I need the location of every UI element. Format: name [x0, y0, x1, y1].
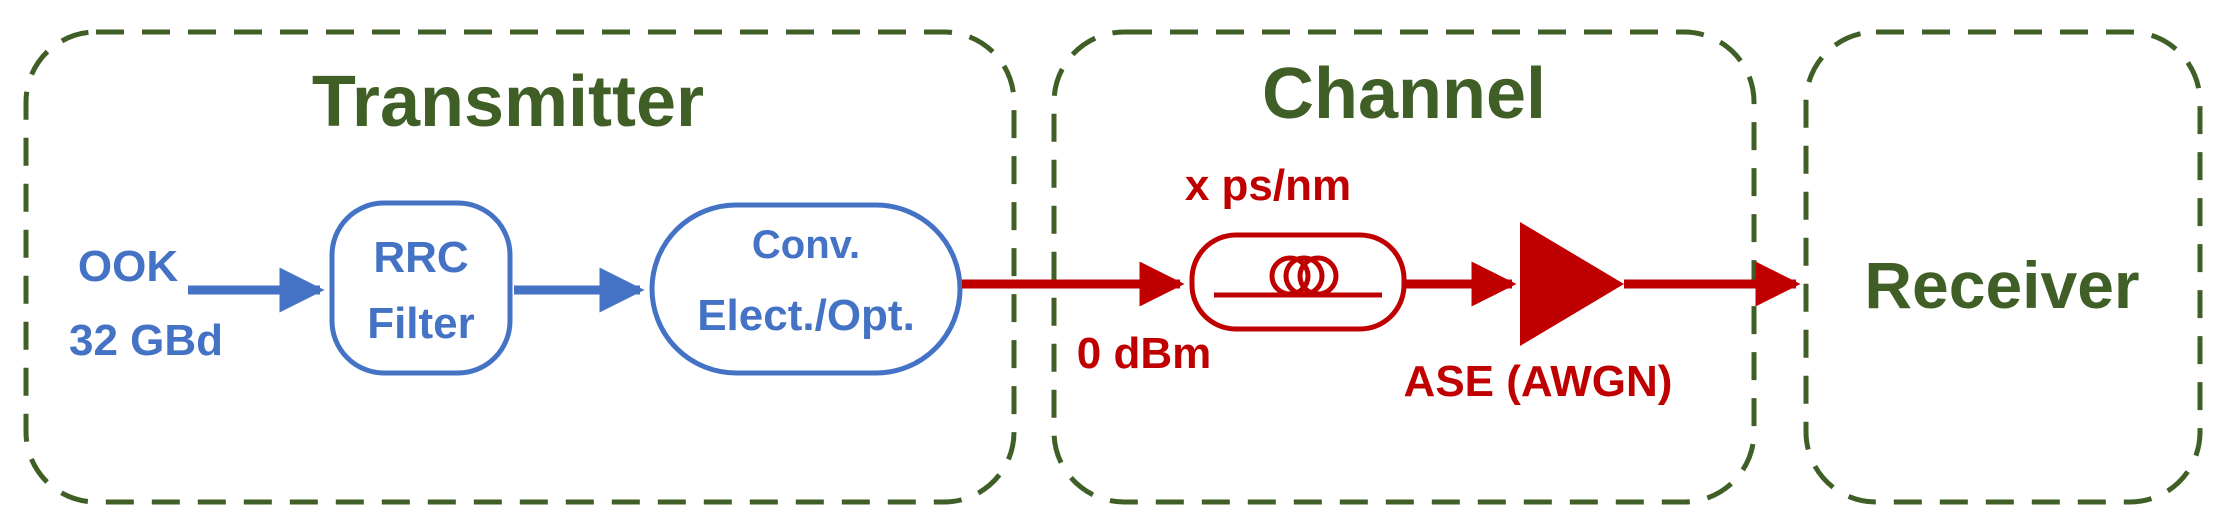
- eo-converter-label-line2: Elect./Opt.: [697, 291, 915, 340]
- transmitter-section: [23, 29, 1017, 505]
- channel-title: Channel: [1262, 54, 1546, 134]
- input-format-label: OOK: [78, 242, 178, 291]
- eo-converter-block: [649, 202, 963, 376]
- receiver-title: Receiver: [1864, 248, 2139, 322]
- fiber-spool-icon: [1189, 232, 1407, 332]
- transmitter-title: Transmitter: [312, 62, 704, 142]
- rrc-filter-label-line1: RRC: [373, 233, 468, 282]
- channel-section: [1051, 29, 1757, 505]
- launch-power-label: 0 dBm: [1077, 329, 1211, 378]
- eo-converter-label-line1: Conv.: [752, 223, 860, 267]
- amplifier-triangle-icon: [1520, 222, 1624, 346]
- amplifier-noise-label: ASE (AWGN): [1404, 357, 1673, 406]
- rrc-filter-block: [329, 200, 513, 376]
- input-rate-label: 32 GBd: [69, 316, 223, 365]
- dispersion-label: x ps/nm: [1185, 161, 1351, 210]
- rrc-filter-label-line2: Filter: [367, 299, 475, 348]
- receiver-section: [1803, 29, 2203, 505]
